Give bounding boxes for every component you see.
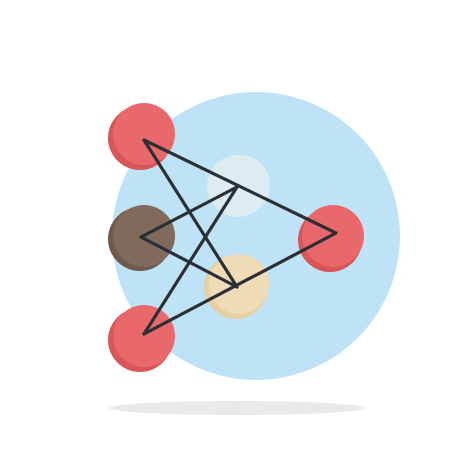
red-node-top bbox=[113, 103, 175, 165]
edge-brown-to-light bbox=[139, 185, 239, 239]
red-node-bottom bbox=[113, 305, 175, 367]
background-circle bbox=[112, 92, 400, 380]
ground-shadow bbox=[109, 401, 365, 415]
edge-bottom-to-light bbox=[142, 185, 239, 336]
edge-outer-arrow bbox=[142, 138, 338, 336]
edges bbox=[139, 138, 338, 336]
edge-top-to-beige bbox=[142, 138, 239, 289]
edge-brown-to-beige bbox=[139, 235, 239, 289]
